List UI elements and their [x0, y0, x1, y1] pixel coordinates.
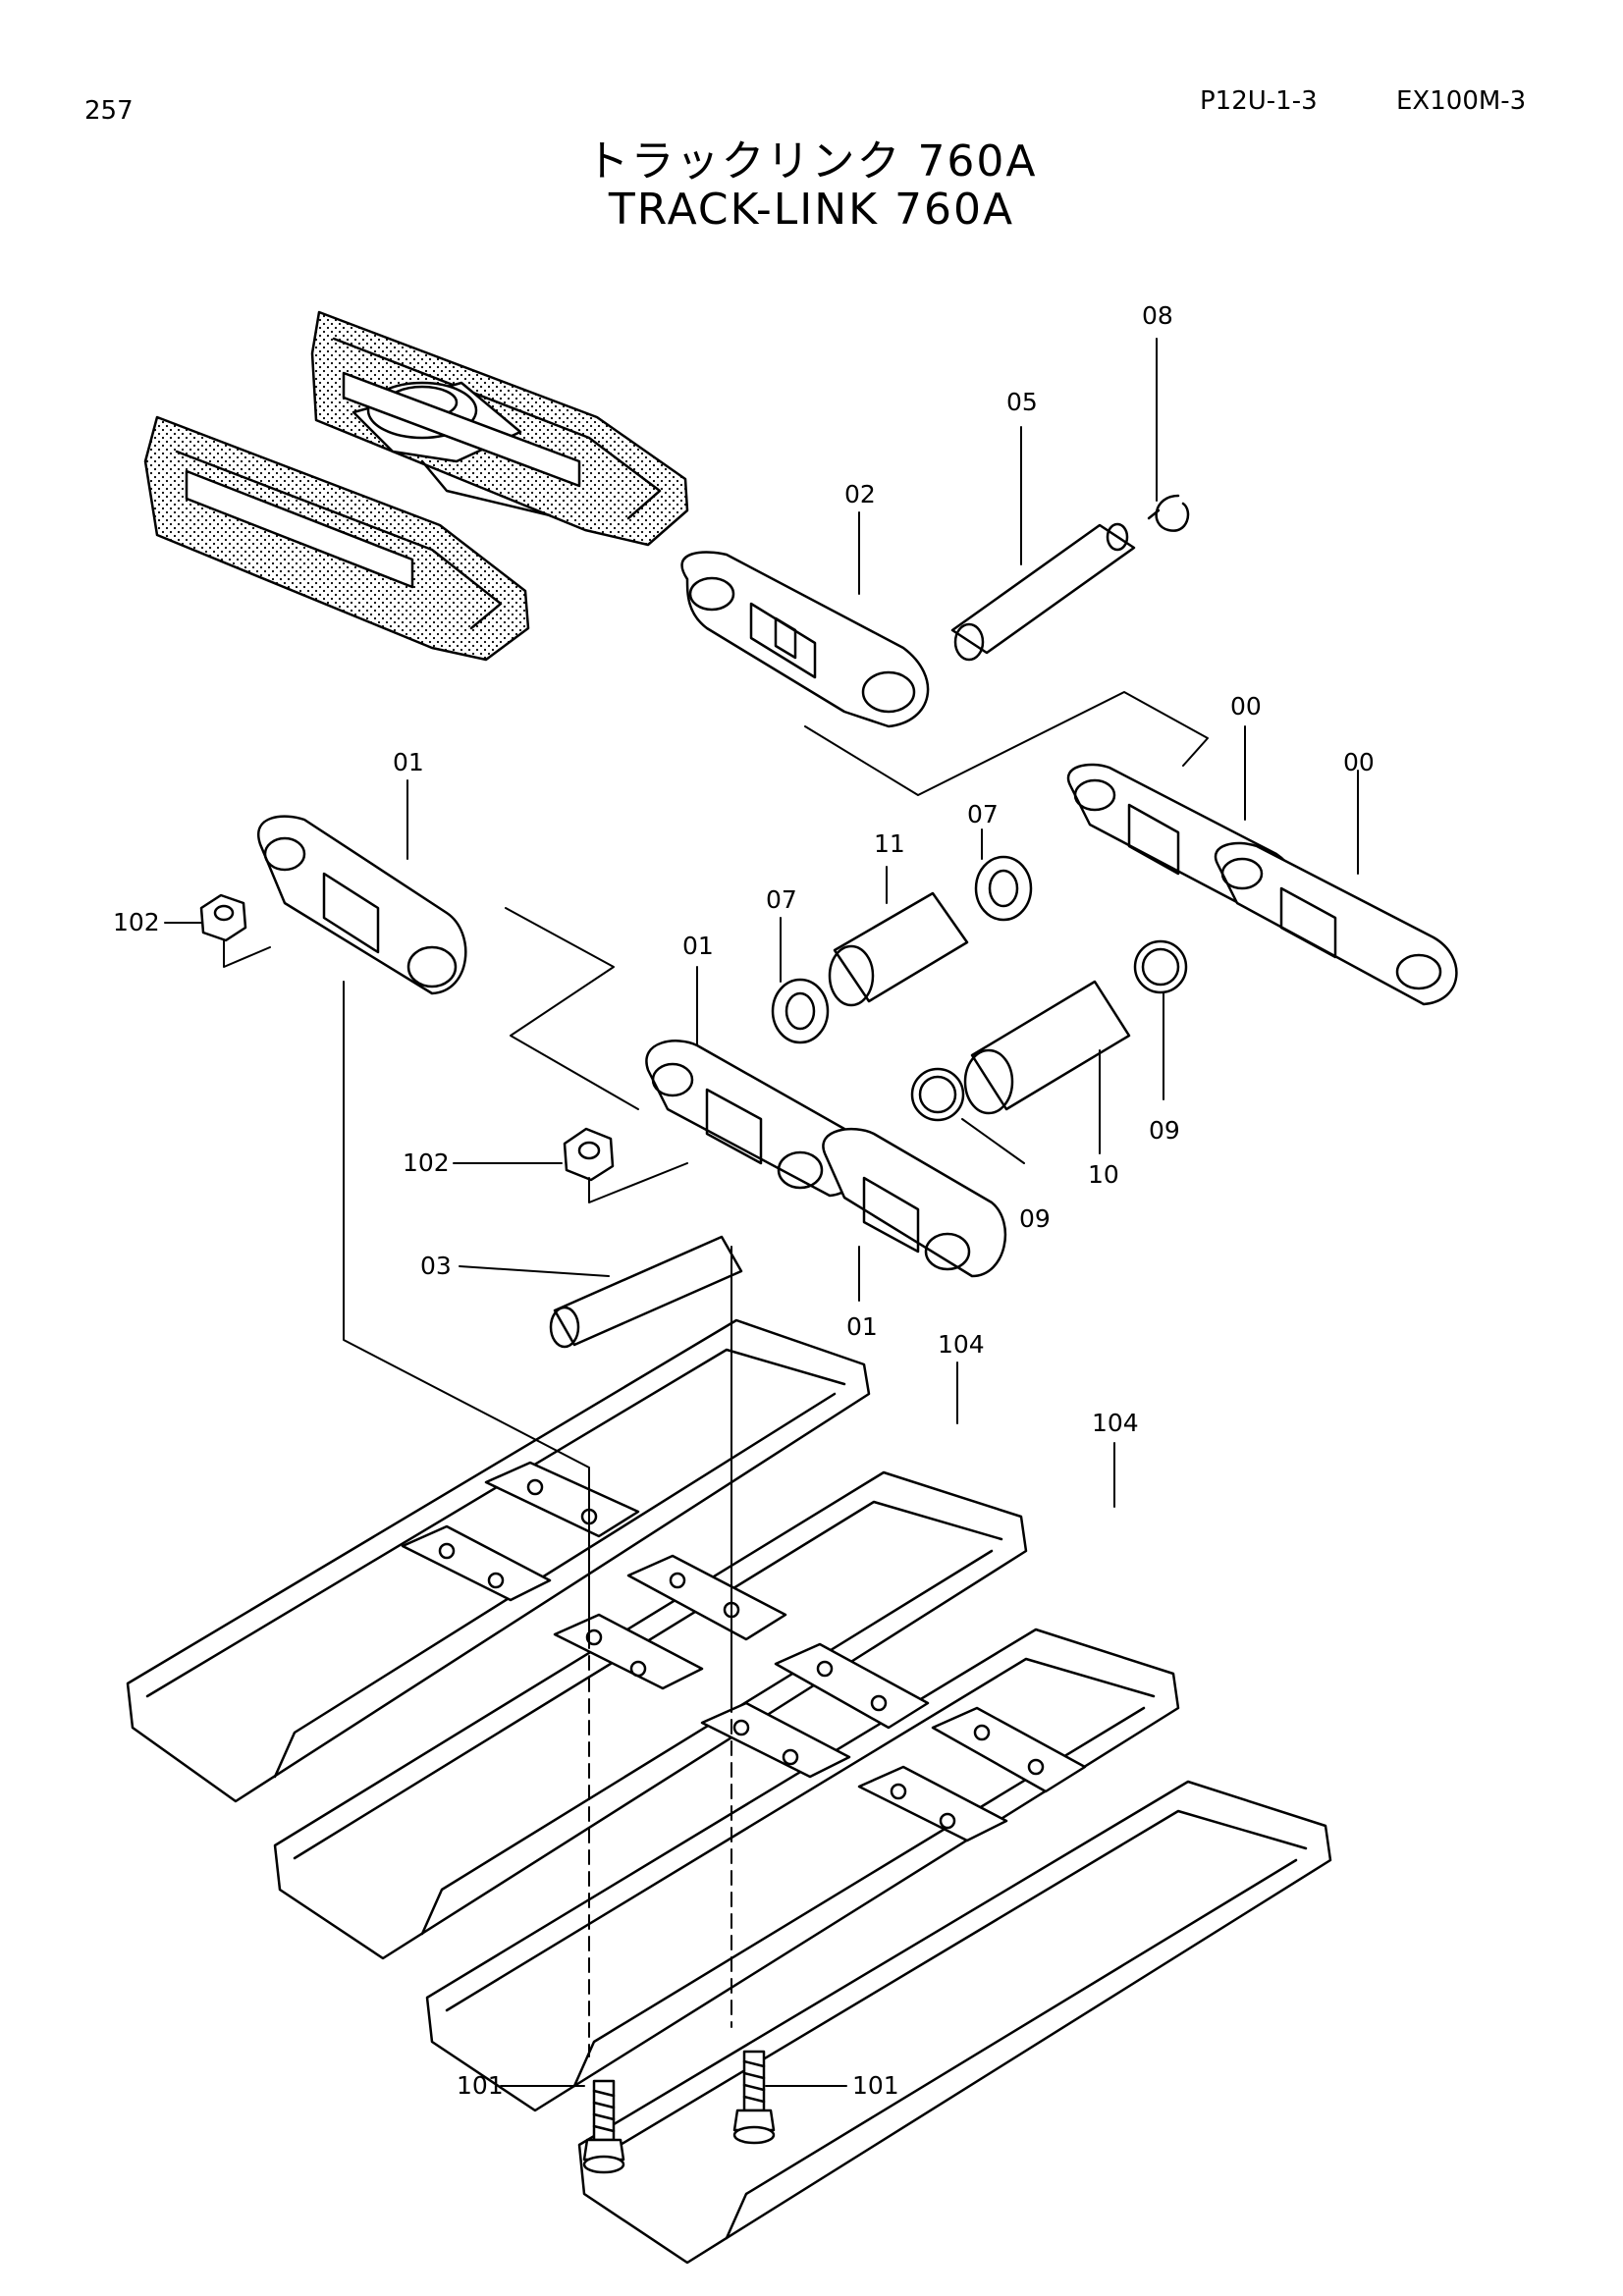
callout-05: 05 [1006, 388, 1038, 416]
callout-07-lower: 07 [766, 885, 797, 914]
callout-01-lower: 01 [846, 1312, 878, 1341]
track-link-01-left [257, 815, 467, 995]
nut-102-left [199, 893, 247, 942]
leader-lines [164, 338, 1359, 2087]
title-english: TRACK-LINK 760A [608, 185, 1015, 235]
callout-01-center: 01 [682, 932, 714, 960]
callout-09-right: 09 [1149, 1116, 1180, 1145]
assembly-lines [223, 691, 1209, 2057]
bolt-101-left [582, 2079, 625, 2174]
bushing-11 [828, 891, 969, 1007]
callout-10: 10 [1088, 1160, 1119, 1189]
callout-101-right: 101 [852, 2071, 899, 2100]
callout-09-center: 09 [1019, 1204, 1051, 1233]
callout-11: 11 [874, 829, 905, 858]
callout-104-a: 104 [938, 1330, 985, 1359]
spacer-07-lower [771, 978, 830, 1044]
callout-102-left: 102 [113, 908, 160, 936]
figure-code: P12U-1-3 [1200, 86, 1318, 116]
page-number: 257 [84, 96, 134, 126]
bushing-10 [963, 980, 1131, 1115]
nut-102-center [563, 1127, 615, 1182]
callout-101-left: 101 [457, 2071, 504, 2100]
pin-clip-08 [1147, 494, 1190, 532]
callout-102-center: 102 [403, 1148, 450, 1177]
model-code: EX100M-3 [1396, 86, 1527, 116]
callout-00-a: 00 [1230, 692, 1262, 721]
callout-07-upper: 07 [967, 800, 999, 828]
track-link-02 [680, 551, 930, 728]
callout-104-b: 104 [1092, 1409, 1139, 1437]
callout-03: 03 [420, 1252, 452, 1280]
track-pin-05 [950, 522, 1136, 662]
title-japanese: トラックリンク 760A [585, 136, 1038, 187]
callout-00-b: 00 [1343, 748, 1375, 776]
spacer-07-upper [974, 855, 1033, 922]
callout-01-left: 01 [393, 748, 424, 776]
callout-08: 08 [1142, 301, 1173, 330]
callout-labels: 08 05 02 00 00 01 07 11 07 01 102 102 09… [113, 301, 1375, 2100]
track-link-assembly-00 [1066, 763, 1458, 1006]
track-link-01-center [645, 1040, 1006, 1278]
track-shoes-104 [126, 1318, 1332, 2265]
callout-02: 02 [844, 480, 876, 508]
track-pin-03 [549, 1235, 743, 1349]
bolt-101-right [732, 2050, 776, 2145]
undercarriage-overview-illustration [143, 310, 689, 662]
